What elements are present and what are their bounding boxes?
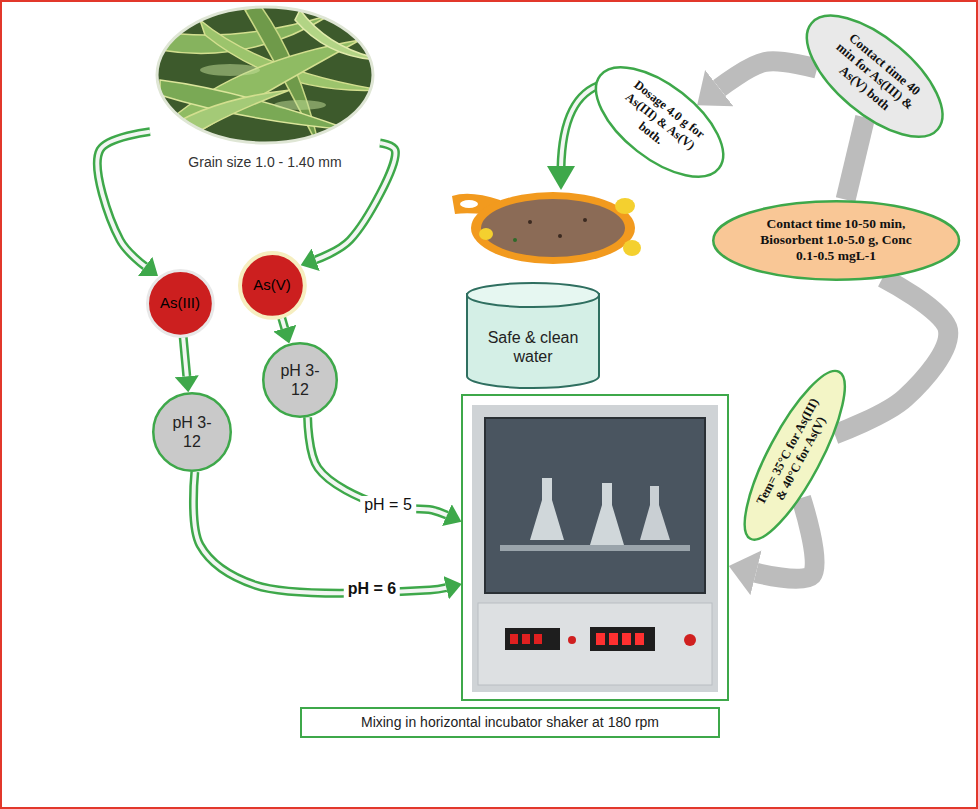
incubator-photo bbox=[485, 418, 705, 593]
parameter-text: Contact time 10-50 min, Biosorbent 1.0-5… bbox=[753, 216, 918, 265]
ph-circle-outline bbox=[262, 342, 338, 418]
parameter-ellipse: Contact time 10-50 min, Biosorbent 1.0-5… bbox=[712, 200, 960, 281]
incubator-photo bbox=[534, 634, 542, 644]
connector-core bbox=[282, 318, 285, 328]
connector-line bbox=[308, 417, 447, 515]
tank-top bbox=[467, 283, 599, 307]
edge-label: pH = 5 bbox=[360, 496, 416, 514]
ph-circle-outline bbox=[152, 392, 232, 472]
edge-label: pH = 6 bbox=[344, 580, 400, 598]
incubator-photo bbox=[684, 634, 696, 646]
incubator-photo bbox=[530, 478, 564, 540]
connector-line bbox=[846, 117, 866, 199]
sieve-picture bbox=[481, 199, 625, 257]
aloe-photo bbox=[274, 100, 326, 110]
tank-label: Safe & clean water bbox=[477, 328, 589, 366]
sieve-picture bbox=[528, 220, 532, 224]
incubator-photo bbox=[596, 633, 605, 645]
aloe-photo bbox=[150, 0, 385, 150]
grey-block-arrow bbox=[846, 117, 866, 199]
ph-circle: pH 3-12 bbox=[262, 342, 338, 418]
ph-circle-fill bbox=[263, 343, 337, 417]
aloe-photo bbox=[150, 90, 290, 150]
green-arrow bbox=[308, 417, 447, 515]
sieve-picture bbox=[479, 228, 493, 240]
incubator-caption: Mixing in horizontal incubator shaker at… bbox=[300, 707, 720, 738]
green-arrow bbox=[183, 337, 187, 376]
parameter-ellipse-fill bbox=[728, 359, 863, 550]
parameter-ellipse: Dosage 4.0 g for As(III) & As(V) both. bbox=[576, 45, 743, 199]
aloe-photo bbox=[295, 10, 385, 60]
incubator-photo bbox=[478, 603, 712, 685]
parameter-ellipse: Tem= 35°C for As(III) & 40°C for As(V) bbox=[726, 358, 864, 553]
incubator-photo bbox=[635, 633, 644, 645]
photo-panel: Grain size 1.0 - 1.40 mm bbox=[150, 8, 380, 171]
ph-circle: pH 3-12 bbox=[152, 392, 232, 472]
connector-core bbox=[308, 417, 447, 515]
parameter-ellipse-fill bbox=[713, 201, 959, 279]
aloe-photo bbox=[200, 64, 260, 76]
species-label: As(V) bbox=[244, 276, 300, 294]
incubator-panel: Mixing in horizontal incubator shaker at… bbox=[462, 395, 728, 738]
grey-block-arrow bbox=[835, 278, 949, 435]
species-circle-fill bbox=[240, 253, 305, 318]
incubator-photo bbox=[590, 627, 655, 651]
connector-line bbox=[97, 132, 150, 267]
aloe-photo bbox=[157, 7, 373, 143]
connector-line bbox=[719, 61, 817, 88]
green-arrow bbox=[282, 318, 285, 328]
sieve-picture bbox=[452, 192, 641, 264]
parameter-ellipse: Contact time 40 min for As(III) & As(V) … bbox=[786, 0, 965, 160]
green-arrow bbox=[97, 132, 150, 267]
incubator-photo bbox=[622, 633, 631, 645]
sieve-picture bbox=[558, 234, 562, 238]
species-circle: As(III) bbox=[146, 269, 215, 338]
connector-line bbox=[282, 318, 285, 328]
incubator-photo bbox=[505, 628, 560, 650]
connector-line bbox=[193, 472, 446, 593]
incubator-photo bbox=[640, 486, 670, 540]
sieve-picture bbox=[460, 200, 478, 208]
ph-circle-fill bbox=[153, 393, 231, 471]
connector-core bbox=[97, 132, 150, 267]
sieve-picture bbox=[615, 198, 635, 214]
parameter-ellipse-fill bbox=[787, 0, 962, 158]
species-circle: As(V) bbox=[238, 251, 307, 320]
block-arrow bbox=[547, 166, 575, 190]
incubator-photo bbox=[590, 483, 624, 545]
ph-range: pH 3-12 bbox=[279, 361, 321, 399]
species-circle-fill bbox=[147, 270, 213, 336]
incubator-photo bbox=[472, 405, 718, 692]
incubator-photo bbox=[609, 633, 618, 645]
connector-line bbox=[183, 337, 187, 376]
connector-line bbox=[835, 278, 949, 435]
incubator-photo bbox=[522, 634, 530, 644]
sieve-picture bbox=[623, 240, 641, 256]
species-label: As(III) bbox=[152, 294, 208, 312]
grey-block-arrow bbox=[719, 61, 817, 88]
tank-body bbox=[467, 294, 599, 388]
incubator-photo bbox=[462, 395, 728, 700]
connector-core bbox=[193, 472, 446, 593]
photo-caption: Grain size 1.0 - 1.40 mm bbox=[150, 154, 380, 171]
sieve-picture bbox=[513, 238, 517, 242]
sieve-picture bbox=[583, 218, 587, 222]
incubator-photo bbox=[510, 634, 518, 644]
aloe-photo bbox=[150, 0, 385, 150]
incubator-photo bbox=[500, 545, 690, 551]
incubator-photo bbox=[462, 395, 728, 700]
block-arrow bbox=[547, 84, 603, 190]
incubator-photo bbox=[568, 636, 576, 644]
green-arrow bbox=[193, 472, 446, 593]
connector-core bbox=[183, 337, 187, 376]
parameter-ellipse-fill bbox=[578, 47, 742, 198]
aloe-photo bbox=[150, 0, 385, 150]
sieve-picture bbox=[471, 192, 635, 264]
water-tank: Safe & clean water bbox=[465, 282, 601, 390]
ph-range: pH 3-12 bbox=[171, 413, 213, 451]
